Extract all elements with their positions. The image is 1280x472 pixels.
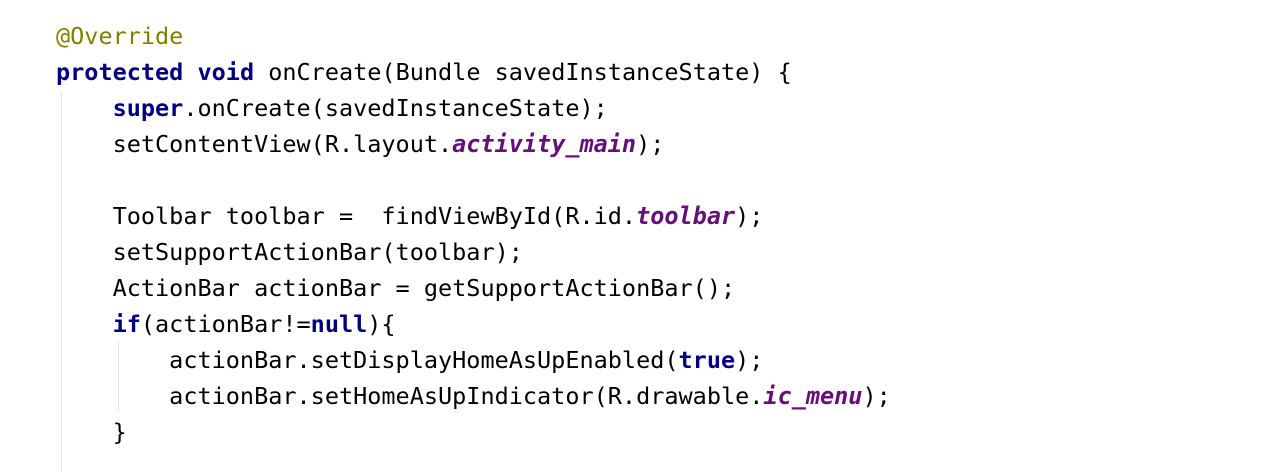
code-token: .onCreate(savedInstanceState); (183, 94, 608, 122)
field-token: toolbar (636, 202, 736, 230)
code-line-3[interactable]: super.onCreate(savedInstanceState); (56, 90, 608, 126)
code-line-6[interactable]: Toolbar toolbar = findViewById(R.id.tool… (56, 198, 764, 234)
code-token (183, 58, 197, 86)
indent-guide-if-block (118, 342, 119, 412)
keyword-token: null (310, 310, 368, 338)
code-token: ActionBar actionBar = getSupportActionBa… (56, 274, 736, 302)
code-line-11[interactable]: actionBar.setHomeAsUpIndicator(R.drawabl… (56, 378, 891, 414)
code-line-10[interactable]: actionBar.setDisplayHomeAsUpEnabled(true… (56, 342, 763, 378)
code-token: Toolbar toolbar = findViewById(R.id. (56, 202, 637, 230)
code-line-12[interactable]: } (56, 414, 127, 450)
field-token: ic_menu (763, 382, 863, 410)
keyword-token: super (112, 94, 184, 122)
code-token (56, 310, 113, 338)
field-token: activity_main (452, 130, 637, 158)
code-line-4[interactable]: setContentView(R.layout.activity_main); (56, 126, 665, 162)
indent-guide-method-body (61, 92, 62, 472)
code-token: ); (735, 346, 764, 374)
annotation-token: @Override (56, 22, 184, 50)
keyword-token: void (197, 58, 255, 86)
code-line-2[interactable]: protected void onCreate(Bundle savedInst… (56, 54, 792, 90)
keyword-token: protected (56, 58, 184, 86)
keyword-token: if (112, 310, 141, 338)
code-line-9[interactable]: if(actionBar!=null){ (56, 306, 396, 342)
code-token: onCreate(Bundle savedInstanceState) { (254, 58, 792, 86)
code-line-1[interactable]: @Override (56, 18, 183, 54)
code-token: setSupportActionBar(toolbar); (56, 238, 523, 266)
code-token (56, 94, 113, 122)
code-token: actionBar.setDisplayHomeAsUpEnabled( (56, 346, 679, 374)
code-token: ); (735, 202, 764, 230)
keyword-token: true (678, 346, 736, 374)
code-line-8[interactable]: ActionBar actionBar = getSupportActionBa… (56, 270, 736, 306)
code-line-7[interactable]: setSupportActionBar(toolbar); (56, 234, 523, 270)
code-token: ){ (367, 310, 396, 338)
code-token: (actionBar!= (140, 310, 311, 338)
code-token: ); (862, 382, 891, 410)
code-token: } (56, 418, 127, 446)
code-token: actionBar.setHomeAsUpIndicator(R.drawabl… (56, 382, 764, 410)
code-token: setContentView(R.layout. (56, 130, 453, 158)
code-token: ); (636, 130, 665, 158)
